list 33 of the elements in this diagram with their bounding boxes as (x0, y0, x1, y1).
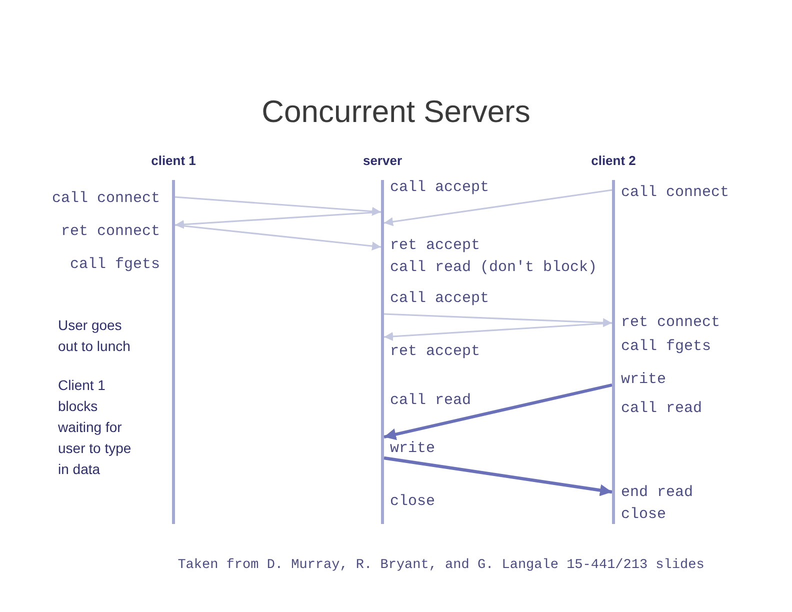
event-label: write (390, 440, 436, 458)
message-arrow (384, 313, 612, 328)
participant-label: client 1 (151, 153, 196, 168)
event-label: ret connect (621, 314, 720, 332)
event-label: close (390, 493, 436, 511)
event-label: call read (don't block) (390, 259, 598, 277)
event-label: ret accept (390, 237, 480, 255)
message-arrow (174, 211, 382, 229)
message-arrow (174, 224, 382, 251)
note-text: Client 1 blocks waiting for user to type in data (58, 376, 132, 479)
event-label: close (621, 506, 666, 524)
message-arrow (174, 196, 382, 216)
caption: Taken from D. Murray, R. Bryant, and G. Langale 15-441/213 slides (178, 558, 704, 573)
message-arrow (384, 456, 612, 496)
message-arrow (384, 189, 612, 226)
event-label: call fgets (621, 338, 712, 356)
event-label: call accept (390, 179, 490, 197)
event-label: end read (621, 484, 694, 502)
event-label: call connect (621, 184, 730, 202)
event-label: call fgets (70, 256, 160, 274)
event-label: call accept (390, 290, 490, 308)
event-label: call connect (52, 190, 160, 208)
event-label: write (621, 371, 666, 389)
participant-label: client 2 (591, 153, 636, 168)
event-label: call read (390, 392, 472, 410)
event-label: ret connect (60, 223, 160, 241)
message-arrow (384, 383, 612, 440)
event-label: call read (621, 400, 702, 418)
participant-label: server (362, 153, 402, 168)
title: Concurrent Servers (262, 94, 530, 129)
note-text: User goes out to lunch (58, 316, 132, 356)
message-arrow (384, 322, 612, 341)
event-label: ret accept (390, 343, 480, 361)
